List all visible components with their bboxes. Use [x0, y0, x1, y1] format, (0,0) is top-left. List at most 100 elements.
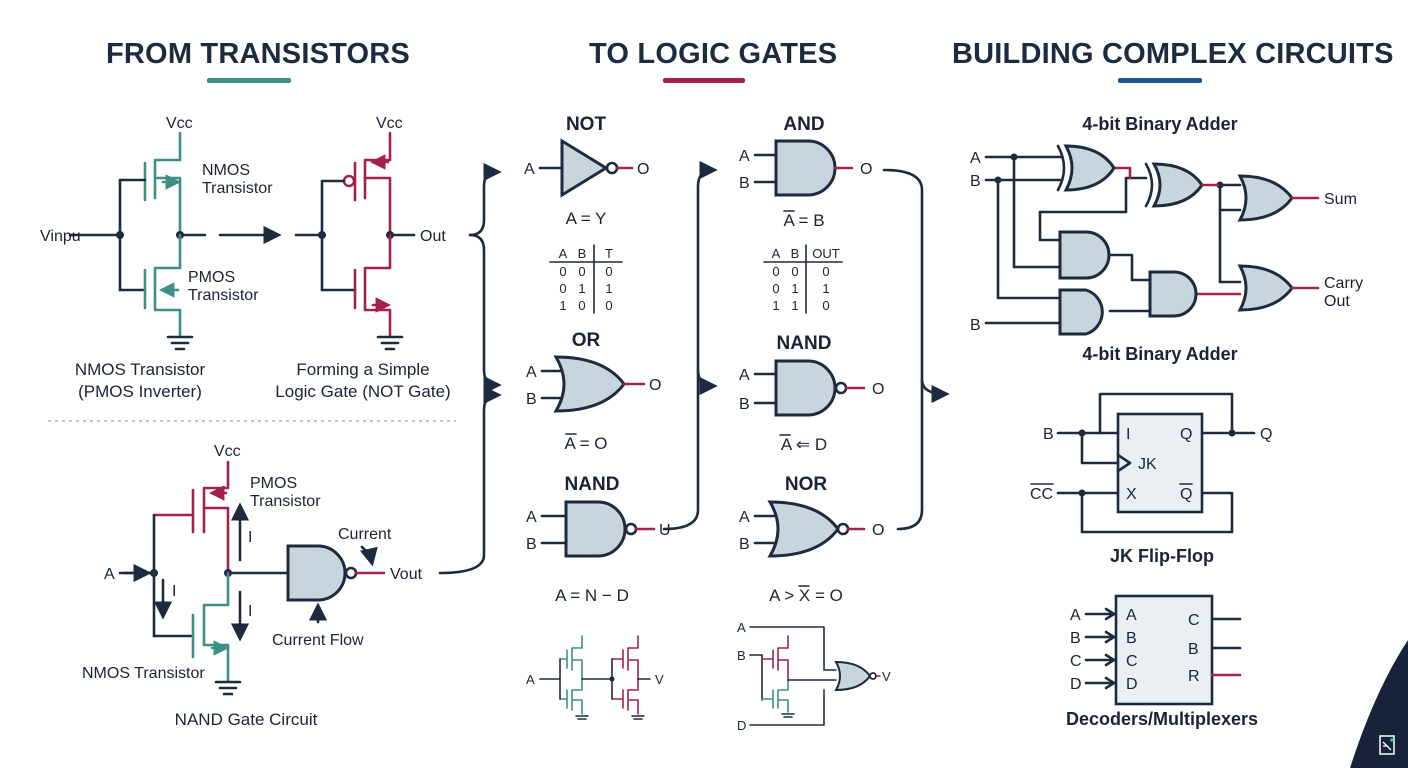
or-gate-input-a: A [526, 364, 537, 381]
tt1-r2c1: 0 [559, 281, 566, 296]
binary-adder: 4-bit Binary Adder A B B [970, 114, 1363, 364]
not-schematic-caption-line1: Forming a Simple [296, 360, 429, 379]
and-gate-input-b: B [739, 175, 750, 192]
adder-carry-label-line2: Out [1324, 293, 1350, 310]
heading-underline-teal [207, 78, 291, 83]
decoder-input-c: C [1070, 653, 1082, 670]
nand-gate-2: NAND A B O A ⇐ D [739, 333, 884, 454]
not-gate-output: O [637, 161, 649, 178]
jk-input-cc: CC [1030, 486, 1053, 503]
jk-input-b: B [1043, 426, 1054, 443]
tt2-r3c2: 1 [791, 298, 798, 313]
and-gate-input-a: A [739, 148, 750, 165]
nand-gate-circuit: Vcc A I I I Vout [82, 443, 423, 729]
tt1-r2c3: 1 [605, 281, 612, 296]
corner-decoration [1350, 640, 1408, 768]
tt1-r3c1: 1 [559, 298, 566, 313]
nor-gate: NOR A B O A > X = O [739, 474, 884, 605]
nand1-title: NAND [565, 474, 620, 495]
nand-circuit-input-label: A [104, 566, 115, 583]
inverter-pmos-label-line2: Transistor [188, 287, 259, 304]
decoder-pin-left-b: B [1126, 630, 1137, 647]
and-gate-equation: A = B [783, 211, 824, 230]
decoder-input-b: B [1070, 630, 1081, 647]
tt2-r2c1: 0 [772, 281, 779, 296]
adder-title: 4-bit Binary Adder [1082, 114, 1237, 134]
decoder-pin-left-c: C [1126, 653, 1138, 670]
or-gate-output: O [649, 377, 661, 394]
heading-to-logic-gates: TO LOGIC GATES [589, 38, 838, 70]
decoder-pin-left-d: D [1126, 676, 1138, 693]
mini-transistor-schematic-2: A B D V [737, 620, 891, 733]
or-gate-title: OR [572, 330, 601, 351]
nand2-output: O [872, 381, 884, 398]
and-gate-title: AND [783, 114, 824, 135]
tt2-r3c1: 1 [772, 298, 779, 313]
tt1-r3c2: 0 [578, 298, 585, 313]
inverter-pmos-label-line1: PMOS [188, 269, 235, 286]
tt2-r3c3: 0 [822, 298, 829, 313]
nand1-input-a: A [526, 509, 537, 526]
mini1-output: V [655, 672, 664, 687]
inverter-input-label: Vinpu [40, 228, 81, 245]
adder-carry-label-line1: Carry [1324, 275, 1363, 292]
not-gate-title: NOT [566, 114, 607, 135]
decoder-multiplexer: A B C D A B C D C B R Decoders/Multiplex… [1066, 594, 1258, 729]
nand2-title: NAND [777, 333, 832, 354]
tt2-header-a: A [772, 246, 781, 261]
mini-transistor-schematic-1: A V [526, 635, 664, 720]
not-schematic-caption-line2: Logic Gate (NOT Gate) [275, 382, 450, 401]
mini2-input-b: B [737, 648, 746, 663]
tt1-r1c2: 0 [578, 264, 585, 279]
or-gate-equation: A = O [565, 434, 608, 453]
tt2-header-out: OUT [812, 246, 840, 261]
heading-from-transistors: FROM TRANSISTORS [106, 38, 410, 70]
tt2-r2c2: 1 [791, 281, 798, 296]
nor-gate-output: O [872, 522, 884, 539]
mini2-output: V [882, 669, 891, 684]
nand-gate-1: NAND A B U A = N − D [526, 474, 671, 605]
nand-circuit-gate-symbol [286, 544, 347, 602]
inverter-caption-line1: NMOS Transistor [75, 360, 206, 379]
mini2-input-a: A [737, 620, 746, 635]
not-gate-input-a: A [524, 161, 535, 178]
adder-input-b: B [970, 173, 981, 190]
not-gate-equation: A = Y [566, 209, 607, 228]
decoder-input-a: A [1070, 607, 1081, 624]
tt2-header-b: B [791, 246, 800, 261]
nand-circuit-i1: I [172, 583, 176, 600]
tt1-r3c3: 0 [605, 298, 612, 313]
decoder-pin-left-a: A [1126, 607, 1137, 624]
tt1-header-b: B [578, 246, 587, 261]
tt1-r2c2: 1 [578, 281, 585, 296]
nand2-equation: A ⇐ D [781, 435, 827, 454]
heading-underline-red [663, 78, 745, 83]
nand-circuit-nmos-label: NMOS Transistor [82, 665, 205, 682]
jk-pin-q: Q [1180, 426, 1192, 443]
nor-gate-equation: A > X = O [769, 586, 843, 605]
tt2-r2c3: 1 [822, 281, 829, 296]
connector-to-and [662, 160, 718, 531]
tt1-header-t: T [605, 246, 613, 261]
nand2-input-b: B [739, 396, 750, 413]
mini2-input-d: D [737, 718, 746, 733]
nand-circuit-current-label: Current [338, 526, 392, 543]
nand1-output: U [659, 522, 671, 539]
and-gate: AND A B O A = B [739, 114, 872, 230]
adder-input-b2: B [970, 317, 981, 334]
tt2-r1c1: 0 [772, 264, 779, 279]
adder-sum-label: Sum [1324, 191, 1357, 208]
inverter-nmos-label-line1: NMOS [202, 162, 250, 179]
mini1-input: A [526, 672, 535, 687]
jk-pin-i: I [1126, 426, 1130, 443]
nand-circuit-pmos-label-line1: PMOS [250, 475, 297, 492]
connector-to-not [468, 162, 502, 237]
nor-gate-input-a: A [739, 509, 750, 526]
decoder-caption: Decoders/Multiplexers [1066, 709, 1258, 729]
jk-flip-flop: B CC I JK X Q Q Q JK Flip-Flop [1030, 392, 1272, 566]
jk-output-q: Q [1260, 426, 1272, 443]
